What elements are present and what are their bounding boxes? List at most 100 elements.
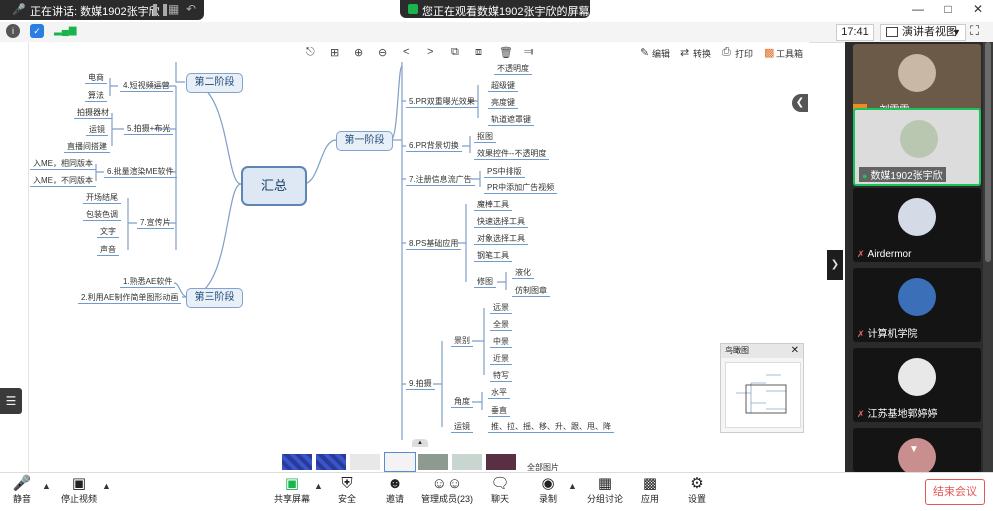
chevron-up-icon[interactable]: ▲ (42, 481, 51, 491)
thumbnail[interactable] (316, 454, 346, 470)
edit-icon[interactable]: ✎ (640, 47, 650, 59)
info-icon[interactable]: i (6, 24, 20, 38)
mindmap-node[interactable]: 修图 (474, 276, 496, 288)
signal-icon[interactable]: ▂▄▆ (54, 25, 77, 36)
mindmap-node[interactable]: 6.批量渲染ME软件 (104, 166, 177, 178)
mindmap-node[interactable]: 拍摄器材 (74, 107, 112, 119)
copy-icon[interactable]: ⧉ (451, 46, 459, 58)
mindmap-node[interactable]: 效果控件--不透明度 (474, 148, 550, 160)
mindmap-node[interactable]: 对象选择工具 (474, 233, 528, 245)
mindmap-node[interactable]: 快速选择工具 (474, 216, 528, 228)
close-icon[interactable]: ✕ (790, 345, 799, 356)
mindmap-node[interactable]: 文字 (97, 226, 119, 238)
mindmap-node[interactable]: 6.PR背景切换 (406, 140, 462, 152)
print-icon[interactable]: ⎙ (722, 46, 731, 58)
delete-icon[interactable]: 🗑 (499, 47, 513, 59)
mindmap-node[interactable]: 液化 (512, 267, 534, 279)
chevron-up-icon[interactable]: ▲ (314, 481, 323, 491)
mindmap-node[interactable]: 直播间搭建 (64, 141, 110, 153)
zoom-out-icon[interactable]: ⊖ (378, 47, 388, 59)
mouse-icon[interactable]: ⎋ (306, 46, 315, 58)
thumbnail[interactable] (486, 454, 516, 470)
mindmap-node[interactable]: 运镜 (86, 124, 108, 136)
stage2-node[interactable]: 第二阶段 (186, 73, 243, 93)
mindmap-node[interactable]: 运镜 (451, 421, 473, 433)
mindmap-node[interactable]: 魔棒工具 (474, 199, 512, 211)
edit-button[interactable]: 编辑 (652, 49, 671, 59)
mindmap-node[interactable]: 近景 (490, 353, 512, 365)
zoom-in-icon[interactable]: ⊕ (354, 47, 364, 59)
stage1-node[interactable]: 第一阶段 (336, 131, 393, 151)
chevron-down-icon[interactable]: ▼ (909, 444, 919, 455)
thumbnail[interactable] (452, 454, 482, 470)
breakout-rooms-button[interactable]: ▦ 分组讨论 (584, 473, 626, 511)
mindmap-node[interactable]: PS中排版 (484, 166, 525, 178)
mindmap-node[interactable]: 特写 (490, 370, 512, 382)
mindmap-node[interactable]: 水平 (488, 387, 510, 399)
chevron-up-icon[interactable]: ▲ (102, 481, 111, 491)
invite-button[interactable]: ☻ 邀请 (378, 473, 412, 511)
mindmap-node[interactable]: 算法 (85, 90, 107, 102)
fullscreen-icon[interactable]: ⛶ (970, 23, 980, 38)
side-menu-handle[interactable]: ☰ (0, 388, 22, 414)
view-selector[interactable]: 演讲者视图▼ (880, 24, 966, 41)
participant-tile[interactable]: ●刘雯雯 (853, 44, 981, 118)
record-button[interactable]: ◉ 录制 (532, 473, 564, 511)
mindmap-node[interactable]: 推、拉、摇、移、升、跟、甩、降 (488, 421, 614, 433)
stop-video-button[interactable]: ▣ 停止视频 (58, 473, 100, 511)
mindmap-node[interactable]: 远景 (490, 302, 512, 314)
maximize-button[interactable]: □ (944, 2, 952, 16)
mindmap-node[interactable]: 开场结尾 (83, 192, 121, 204)
mindmap-node[interactable]: 9.拍摄 (406, 378, 435, 390)
mindmap-node[interactable]: 入ME，相同版本 (30, 158, 96, 170)
mindmap-node[interactable]: 1.熟悉AE软件 (120, 276, 176, 288)
mindmap-node[interactable]: 入ME，不同版本 (30, 175, 96, 187)
shield-icon[interactable]: ✓ (30, 24, 44, 38)
mindmap-node[interactable]: 抠图 (474, 131, 496, 143)
participant-tile-active[interactable]: ●数媒1902张宇欣 (853, 108, 981, 186)
chevron-up-icon[interactable]: ▲ (568, 481, 577, 491)
mindmap-node[interactable]: 声音 (97, 244, 119, 256)
mindmap-node[interactable]: 角度 (451, 396, 473, 408)
grid-icon[interactable]: ▦ (168, 2, 180, 16)
birdview-panel[interactable]: 鸟瞰图 ✕ (720, 343, 804, 433)
mindmap-node[interactable]: 景别 (451, 335, 473, 347)
mindmap-node[interactable]: 7.宣传片 (137, 217, 174, 229)
redo-icon[interactable]: > (427, 46, 434, 58)
mindmap-root[interactable]: 汇总 (241, 166, 307, 206)
mindmap-node[interactable]: 电商 (85, 72, 107, 84)
chat-button[interactable]: 🗨 聊天 (484, 473, 516, 511)
end-meeting-button[interactable]: 结束会议 (925, 479, 985, 505)
mindmap-node[interactable]: 8.PS基础应用 (406, 238, 462, 250)
mindmap-node[interactable]: 7.注册信息流广告 (406, 174, 475, 186)
toolbox-icon[interactable]: ▩ (764, 47, 775, 59)
print-button[interactable]: 打印 (735, 49, 754, 59)
mindmap-node[interactable]: PR中添加广告视频 (484, 182, 558, 194)
share-screen-button[interactable]: ▣ 共享屏幕 (273, 475, 310, 504)
thumbnail[interactable] (350, 454, 380, 470)
close-button[interactable]: ✕ (972, 2, 984, 16)
share-status-bar[interactable]: 您正在观看数媒1902张宇欣的屏幕 ⋯ (400, 0, 590, 18)
mindmap-node[interactable]: 全景 (490, 319, 512, 331)
mindmap-node[interactable]: 轨道遮罩键 (488, 114, 534, 126)
mindmap-node[interactable]: 超级键 (488, 80, 518, 92)
back-arrow-icon[interactable]: ↶ (186, 2, 197, 16)
scrollbar-thumb[interactable] (985, 42, 991, 262)
convert-icon[interactable]: ⇄ (680, 47, 690, 59)
undo-icon[interactable]: < (403, 46, 410, 58)
mindmap-node[interactable]: 亮度键 (488, 97, 518, 109)
more-icon[interactable]: ⋯ (570, 1, 582, 15)
thumbnail[interactable] (282, 454, 312, 470)
paste-icon[interactable]: ⧈ (475, 46, 482, 58)
birdview-minimap[interactable] (725, 362, 801, 428)
apps-button[interactable]: ▩ 应用 (634, 473, 666, 511)
mindmap-node[interactable]: 包装色调 (83, 209, 121, 221)
mindmap-node[interactable]: 仿制图章 (512, 285, 550, 297)
mindmap-node[interactable]: 钢笔工具 (474, 250, 512, 262)
mindmap-node[interactable]: 5.PR双重曝光效果 (406, 96, 478, 108)
stage3-node[interactable]: 第三阶段 (186, 288, 243, 308)
collapse-panel-button[interactable]: ❮ (792, 94, 808, 112)
convert-button[interactable]: 转换 (693, 49, 712, 59)
manage-participants-button[interactable]: ☺☺ 管理成员(23) (420, 475, 473, 504)
thumbnail[interactable] (418, 454, 448, 470)
